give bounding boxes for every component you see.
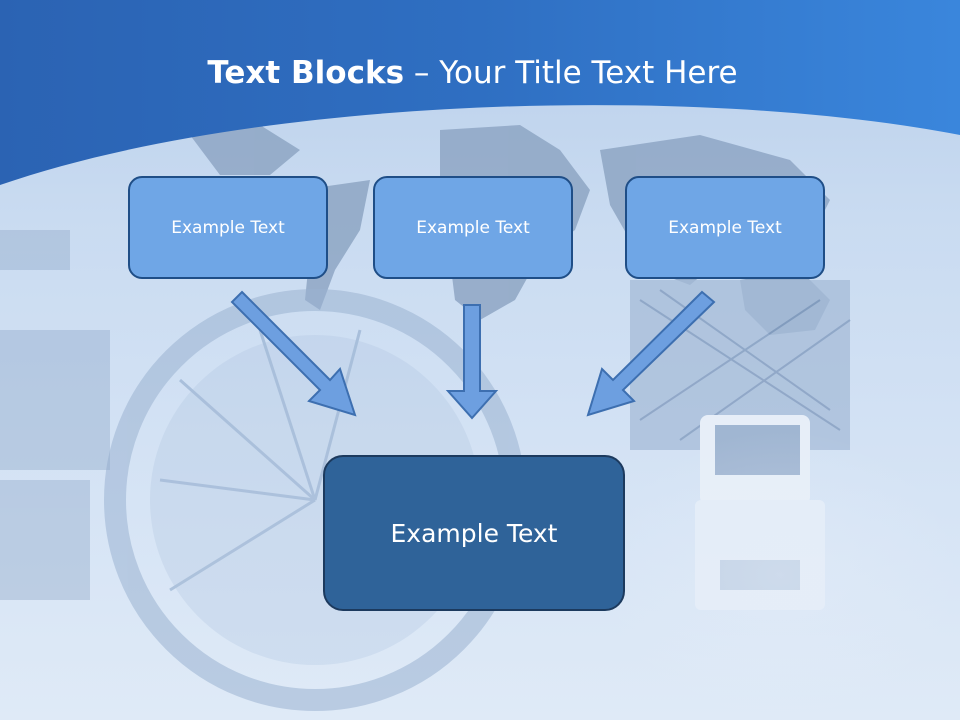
text-block-top-left[interactable]: Example Text — [128, 176, 328, 279]
title-bold: Text Blocks — [207, 55, 405, 91]
text-block-center[interactable]: Example Text — [323, 455, 625, 611]
title-rest: Your Title Text Here — [439, 55, 738, 91]
shipping-containers-graphic — [0, 230, 110, 600]
header-band — [0, 0, 960, 185]
slide-title: Text Blocks – Your Title Text Here — [0, 55, 945, 91]
text-block-top-center[interactable]: Example Text — [373, 176, 573, 279]
text-block-top-right[interactable]: Example Text — [625, 176, 825, 279]
arrow-down — [445, 304, 499, 420]
title-separator: – — [404, 55, 440, 91]
arrow-down-right — [230, 290, 357, 417]
arrow-down-left — [586, 290, 716, 417]
